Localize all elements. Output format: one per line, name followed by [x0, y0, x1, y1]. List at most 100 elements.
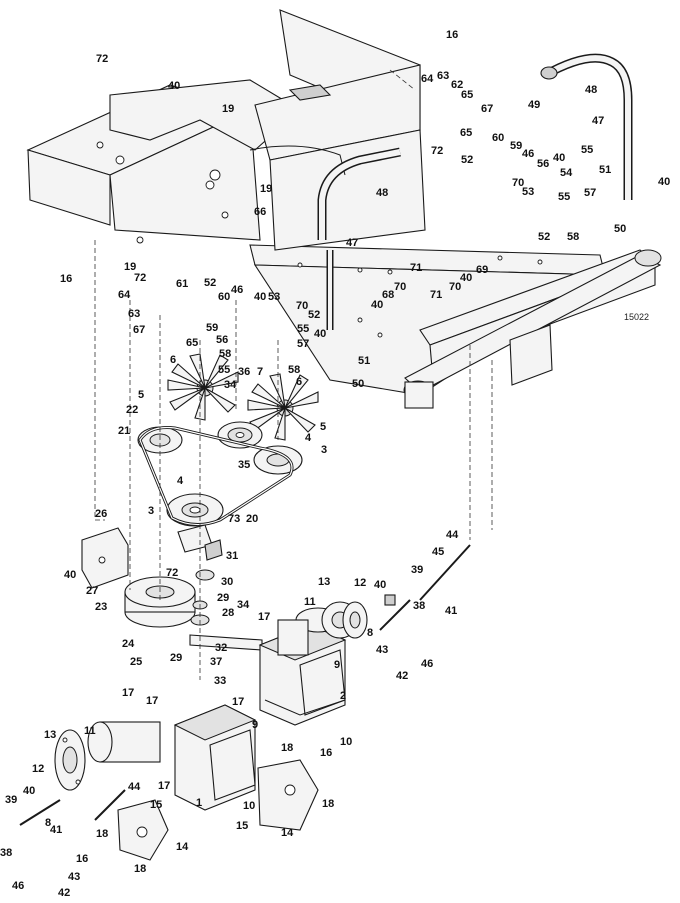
callout-label: 11 — [84, 725, 96, 737]
callout-label: 48 — [376, 187, 388, 199]
callout-label: 46 — [421, 658, 433, 670]
callout-label: 66 — [254, 206, 266, 218]
callout-label: 20 — [246, 513, 258, 525]
callout-label: 60 — [218, 291, 230, 303]
callout-label: 42 — [396, 670, 408, 682]
callout-label: 33 — [214, 675, 226, 687]
callout-label: 37 — [210, 656, 222, 668]
callout-label: 67 — [481, 103, 493, 115]
callout-label: 71 — [410, 262, 422, 274]
callout-label: 64 — [118, 289, 131, 301]
callout-label: 47 — [592, 115, 604, 127]
callout-label: 45 — [432, 546, 444, 558]
callout-label: 32 — [215, 642, 227, 654]
callout-label: 48 — [585, 84, 597, 96]
callout-label: 56 — [216, 334, 228, 346]
callout-label: 40 — [168, 80, 180, 92]
callout-label: 29 — [217, 592, 229, 604]
callout-label: 72 — [166, 567, 178, 579]
callout-label: 19 — [222, 103, 234, 115]
callout-label: 63 — [128, 308, 140, 320]
callout-label: 52 — [308, 309, 320, 321]
callout-label: 7 — [257, 366, 263, 378]
callout-label: 70 — [512, 177, 524, 189]
callout-label: 34 — [237, 599, 250, 611]
callout-label: 40 — [371, 299, 383, 311]
callout-label: 38 — [0, 847, 12, 859]
callout-label: 58 — [219, 348, 231, 360]
callout-label: 68 — [382, 289, 394, 301]
callout-label: 28 — [222, 607, 234, 619]
callout-label: 46 — [522, 148, 534, 160]
callout-label: 52 — [538, 231, 550, 243]
callout-label: 40 — [64, 569, 76, 581]
callout-label: 59 — [510, 140, 522, 152]
callout-label: 4 — [305, 432, 312, 444]
callout-label: 16 — [76, 853, 88, 865]
callout-label: 10 — [340, 736, 352, 748]
callout-label: 54 — [560, 167, 573, 179]
callout-label: 10 — [243, 800, 255, 812]
callout-label: 16 — [320, 747, 332, 759]
callout-label: 65 — [186, 337, 198, 349]
callout-label: 8 — [367, 627, 373, 639]
callout-label: 44 — [128, 781, 141, 793]
pto-clutch — [81, 527, 196, 628]
callout-label: 14 — [281, 827, 294, 839]
callout-label: 17 — [232, 696, 244, 708]
callout-label: 40 — [553, 152, 565, 164]
callout-label: 57 — [297, 338, 309, 350]
callout-label: 71 — [430, 289, 442, 301]
callout-label: 65 — [460, 127, 472, 139]
callout-label: 11 — [304, 596, 316, 608]
callout-label: 4 — [177, 475, 184, 487]
callout-label: 72 — [96, 53, 108, 65]
callout-label: 56 — [537, 158, 549, 170]
callout-label: 18 — [322, 798, 334, 810]
callout-label: 47 — [346, 237, 358, 249]
callout-label: 70 — [296, 300, 308, 312]
callout-label: 25 — [130, 656, 142, 668]
alignment-lines — [94, 69, 493, 680]
callout-label: 19 — [260, 183, 272, 195]
cooling-fan-right — [247, 373, 319, 441]
callout-label: 22 — [126, 404, 138, 416]
linkage-rods — [19, 544, 471, 826]
callout-label: 50 — [614, 223, 626, 235]
callout-label: 55 — [297, 323, 309, 335]
rear-body-panel — [26, 9, 426, 251]
callout-label: 17 — [158, 780, 170, 792]
callout-label: 53 — [522, 186, 534, 198]
callout-label: 55 — [218, 364, 230, 376]
callout-label: 62 — [451, 79, 463, 91]
callout-label: 18 — [134, 863, 146, 875]
callout-label: 1 — [196, 797, 202, 809]
callout-label: 15 — [150, 799, 162, 811]
callout-label: 3 — [321, 444, 327, 456]
callout-label: 41 — [50, 824, 62, 836]
callout-label: 43 — [376, 644, 388, 656]
callout-label: 65 — [461, 89, 473, 101]
callout-label: 12 — [32, 763, 44, 775]
callout-label: 61 — [176, 278, 188, 290]
callout-label: 41 — [445, 605, 457, 617]
mount-brackets — [117, 759, 319, 861]
callout-label: 72 — [134, 272, 146, 284]
callout-label: 27 — [86, 585, 98, 597]
callout-label: 18 — [281, 742, 293, 754]
callout-label: 73 — [228, 513, 240, 525]
callout-label: 60 — [492, 132, 504, 144]
callout-label: 21 — [118, 425, 130, 437]
callout-label: 57 — [584, 187, 596, 199]
handle-bar — [317, 53, 633, 330]
callout-label: 40 — [314, 328, 326, 340]
callout-label: 40 — [374, 579, 386, 591]
callout-label: 8 — [45, 817, 51, 829]
callout-label: 52 — [461, 154, 473, 166]
callout-label: 34 — [224, 379, 237, 391]
hydro-pump-left — [54, 704, 257, 811]
callout-label: 9 — [252, 719, 258, 731]
callout-label: 70 — [449, 281, 461, 293]
